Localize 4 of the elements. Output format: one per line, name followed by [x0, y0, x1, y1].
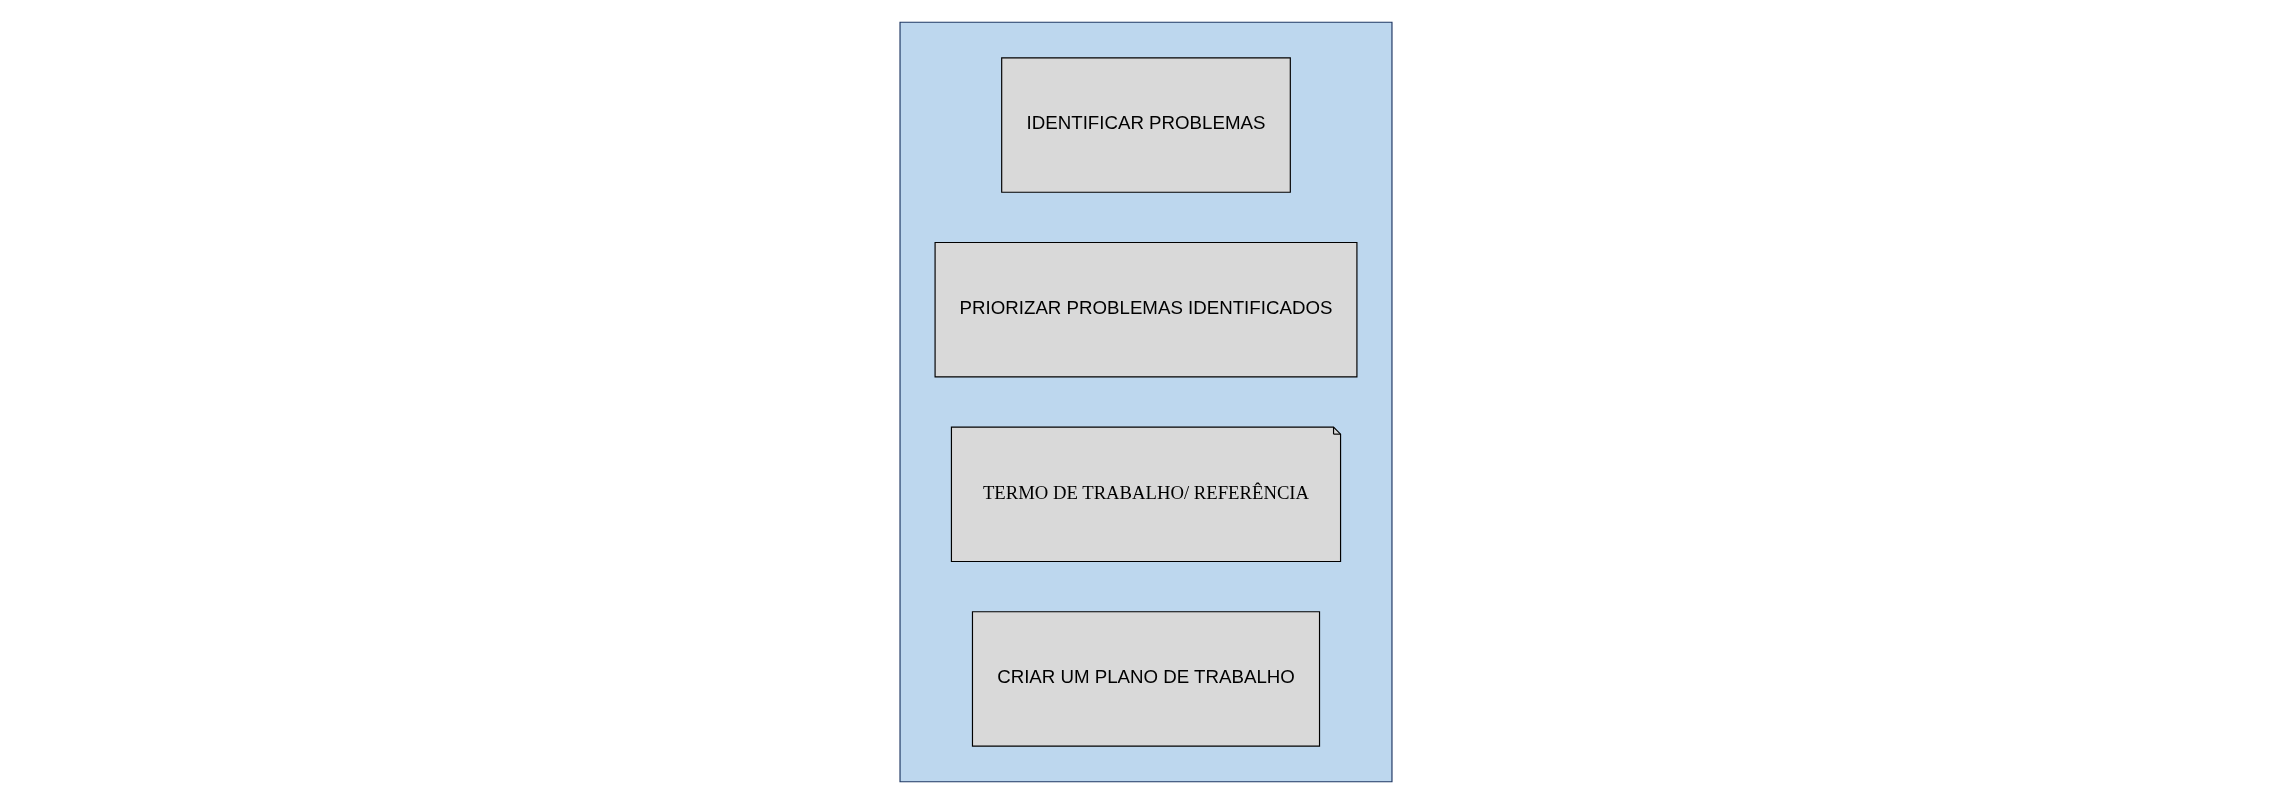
node-box: CRIAR UM PLANO DE TRABALHO [971, 611, 1321, 747]
node-box: PRIORIZAR PROBLEMAS IDENTIFICADOS [934, 241, 1358, 378]
node-box: IDENTIFICAR PROBLEMAS [1001, 57, 1291, 193]
cluster [899, 21, 1393, 783]
